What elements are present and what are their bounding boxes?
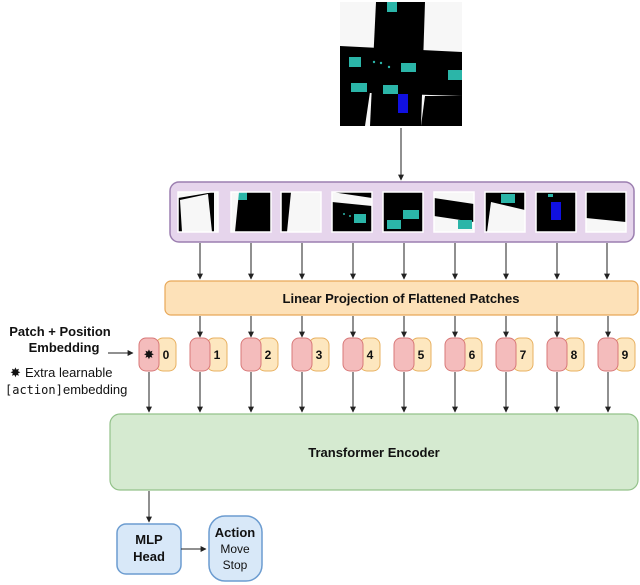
action-output-box [208, 515, 263, 582]
legend-code: [action] [5, 383, 63, 397]
patch-thumbnail [484, 191, 526, 233]
action-option-move: Move [220, 542, 250, 556]
action-option-stop: Stop [223, 558, 248, 572]
legend-star-icon: ✸ [10, 365, 21, 380]
token-pair: 5 [393, 316, 432, 413]
token-pair: 9 [597, 316, 636, 413]
position-id-label: 4 [367, 348, 374, 362]
mlp-head-line2: Head [133, 549, 165, 564]
patch-thumbnail [535, 191, 577, 233]
patch-thumbnail [280, 191, 322, 233]
token-pair: 6 [444, 316, 483, 413]
linear-projection-box [164, 280, 639, 316]
patch-to-projection-arrows [197, 243, 610, 280]
position-id-label: 2 [265, 348, 272, 362]
patch-embedding [240, 337, 262, 372]
action-token-star-icon: ✸ [144, 347, 155, 362]
position-id-label: 1 [214, 348, 221, 362]
token-pair: 2 [240, 316, 279, 413]
patch-thumbnail [433, 191, 475, 233]
patch-embedding [342, 337, 364, 372]
mlp-head-line1: MLP [135, 532, 163, 547]
token-pair: 1 [189, 316, 228, 413]
token-pair: 0✸ [138, 337, 177, 413]
token-pair: 4 [342, 316, 381, 413]
transformer-encoder-box [109, 413, 639, 491]
token-pair: 3 [291, 316, 330, 413]
patch-thumbnail [230, 191, 272, 233]
token-pair: 8 [546, 316, 585, 413]
patch-embedding [597, 337, 619, 372]
position-id-label: 7 [520, 348, 527, 362]
token-pair: 7 [495, 316, 534, 413]
transformer-encoder-label: Transformer Encoder [308, 445, 440, 460]
patch-thumbnail [177, 191, 219, 233]
embedding-title-line2: Embedding [29, 340, 100, 355]
input-image [340, 2, 462, 126]
patch-embedding [393, 337, 415, 372]
patch-embedding [291, 337, 313, 372]
linear-projection-label: Linear Projection of Flattened Patches [283, 291, 520, 306]
position-id-label: 3 [316, 348, 323, 362]
position-id-label: 6 [469, 348, 476, 362]
patch-thumbnail [585, 191, 627, 233]
position-id-label: 0 [163, 348, 170, 362]
action-title: Action [215, 525, 256, 540]
patch-embedding [189, 337, 211, 372]
position-id-label: 5 [418, 348, 425, 362]
patch-embedding [495, 337, 517, 372]
position-id-label: 8 [571, 348, 578, 362]
legend-suffix: embedding [63, 382, 127, 397]
patch-thumbnail [382, 191, 424, 233]
patch-thumbnails [177, 191, 627, 233]
patch-embedding [138, 337, 160, 372]
embedding-title-line1: Patch + Position [9, 324, 111, 339]
patch-embedding [444, 337, 466, 372]
legend-line1: Extra learnable [25, 365, 112, 380]
patch-embedding [546, 337, 568, 372]
position-id-label: 9 [622, 348, 629, 362]
patch-thumbnail [331, 191, 373, 233]
